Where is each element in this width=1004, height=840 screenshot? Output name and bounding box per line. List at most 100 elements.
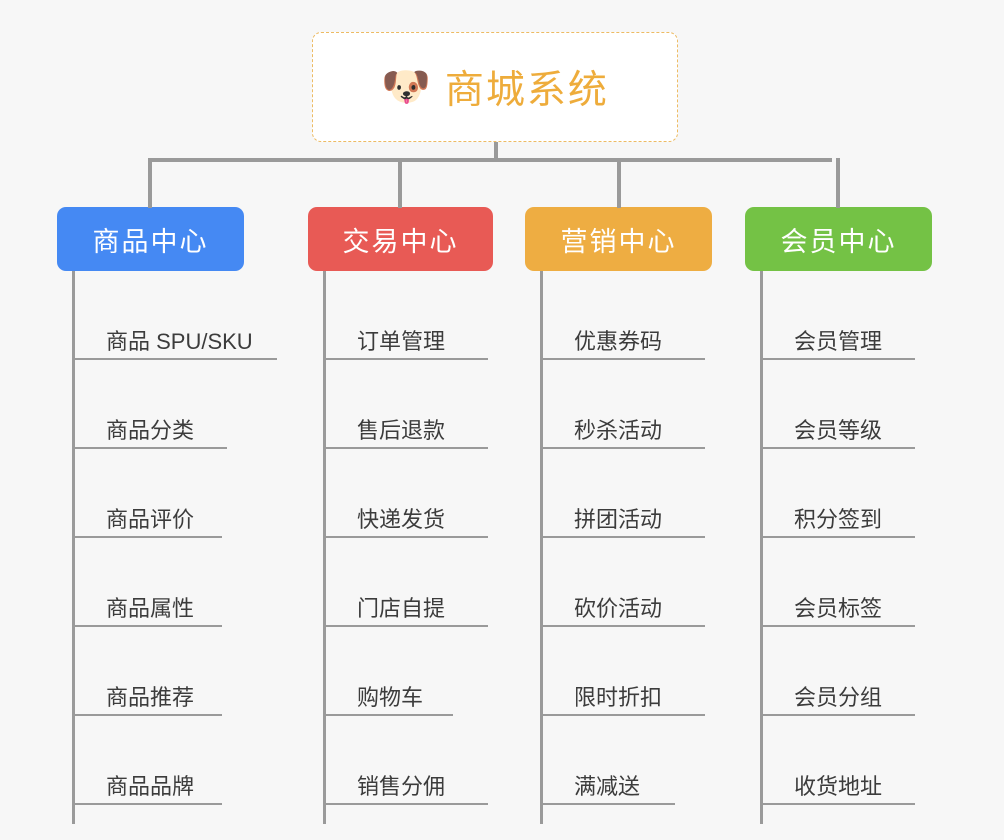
leaf-item[interactable]: 限时折扣 xyxy=(540,627,705,716)
leaf-item[interactable]: 售后退款 xyxy=(323,360,488,449)
leaf-item[interactable]: 订单管理 xyxy=(323,271,488,360)
leaf-item[interactable]: 会员管理 xyxy=(760,271,915,360)
leaf-item-underline xyxy=(540,447,705,449)
connector-drop-1 xyxy=(148,158,152,208)
column-2: 交易中心 xyxy=(308,207,493,271)
leaf-item-underline xyxy=(323,625,488,627)
dog-face-icon: 🐶 xyxy=(381,64,431,110)
leaf-item[interactable]: 优惠券码 xyxy=(540,271,705,360)
leaf-item-underline xyxy=(323,714,453,716)
leaf-item-label: 订单管理 xyxy=(357,328,446,354)
leaf-item-label: 售后退款 xyxy=(357,417,446,443)
leaf-item-label: 拼团活动 xyxy=(574,506,663,532)
leaf-item-underline xyxy=(540,358,705,360)
leaf-item-label: 会员管理 xyxy=(794,328,883,354)
leaf-item[interactable]: 商品分类 xyxy=(72,360,259,449)
leaf-item-underline xyxy=(760,447,915,449)
connector-horizontal-bar xyxy=(148,158,832,162)
leaf-item-underline xyxy=(760,536,915,538)
root-node[interactable]: 🐶 商城系统 xyxy=(312,32,678,142)
leaf-item-underline xyxy=(72,714,222,716)
column-trunk-1 xyxy=(72,271,75,824)
leaf-item[interactable]: 拼团活动 xyxy=(540,449,705,538)
column-header-label: 商品中心 xyxy=(92,226,209,257)
leaf-item-label: 秒杀活动 xyxy=(574,417,663,443)
column-trunk-4 xyxy=(760,271,763,824)
connector-drop-3 xyxy=(617,158,621,208)
leaf-list-1: 商品 SPU/SKU 商品分类商品评价商品属性商品推荐商品品牌 xyxy=(72,271,277,805)
leaf-item[interactable]: 快递发货 xyxy=(323,449,488,538)
leaf-item-underline xyxy=(323,447,488,449)
leaf-item-label: 积分签到 xyxy=(794,506,883,532)
leaf-item-label: 快递发货 xyxy=(357,506,446,532)
leaf-item[interactable]: 满减送 xyxy=(540,716,675,805)
leaf-item[interactable]: 门店自提 xyxy=(323,538,488,627)
leaf-item-label: 收货地址 xyxy=(794,773,883,799)
leaf-item-underline xyxy=(540,625,705,627)
leaf-item-label: 会员等级 xyxy=(794,417,883,443)
column-1: 商品中心 xyxy=(57,207,244,271)
leaf-item-label: 会员分组 xyxy=(794,684,883,710)
leaf-item[interactable]: 商品评价 xyxy=(72,449,259,538)
connector-drop-2 xyxy=(398,158,402,208)
leaf-item[interactable]: 会员等级 xyxy=(760,360,915,449)
leaf-item[interactable]: 商品 SPU/SKU xyxy=(72,271,277,360)
column-trunk-2 xyxy=(323,271,326,824)
leaf-item-label: 门店自提 xyxy=(357,595,446,621)
leaf-item-underline xyxy=(72,625,222,627)
leaf-item-label: 限时折扣 xyxy=(574,684,663,710)
leaf-item-underline xyxy=(72,803,222,805)
column-header-2[interactable]: 交易中心 xyxy=(308,207,493,271)
leaf-item-underline xyxy=(72,358,277,360)
leaf-item-label: 会员标签 xyxy=(794,595,883,621)
leaf-item[interactable]: 商品推荐 xyxy=(72,627,259,716)
leaf-item-underline xyxy=(540,536,705,538)
leaf-item-label: 商品分类 xyxy=(106,417,195,443)
leaf-item[interactable]: 购物车 xyxy=(323,627,453,716)
leaf-item-label: 商品品牌 xyxy=(106,773,195,799)
leaf-item[interactable]: 会员标签 xyxy=(760,538,915,627)
leaf-item-label: 满减送 xyxy=(574,773,641,799)
leaf-item-label: 商品评价 xyxy=(106,506,195,532)
column-header-4[interactable]: 会员中心 xyxy=(745,207,932,271)
column-header-label: 交易中心 xyxy=(342,226,459,257)
leaf-item[interactable]: 销售分佣 xyxy=(323,716,488,805)
leaf-item-label: 购物车 xyxy=(357,684,424,710)
root-title: 商城系统 xyxy=(444,69,609,112)
connector-root-stem xyxy=(494,142,498,161)
leaf-item[interactable]: 秒杀活动 xyxy=(540,360,705,449)
column-header-3[interactable]: 营销中心 xyxy=(525,207,712,271)
column-header-1[interactable]: 商品中心 xyxy=(57,207,244,271)
leaf-item-underline xyxy=(323,803,488,805)
leaf-item-label: 优惠券码 xyxy=(574,328,663,354)
leaf-item[interactable]: 积分签到 xyxy=(760,449,915,538)
leaf-item[interactable]: 商品属性 xyxy=(72,538,259,627)
leaf-item-underline xyxy=(760,358,915,360)
leaf-list-2: 订单管理售后退款快递发货门店自提购物车销售分佣 xyxy=(323,271,488,805)
leaf-item-underline xyxy=(323,536,488,538)
column-3: 营销中心 xyxy=(525,207,712,271)
leaf-item[interactable]: 会员分组 xyxy=(760,627,915,716)
leaf-item[interactable]: 砍价活动 xyxy=(540,538,705,627)
column-header-label: 营销中心 xyxy=(560,226,677,257)
column-header-label: 会员中心 xyxy=(780,226,897,257)
leaf-item-underline xyxy=(323,358,488,360)
leaf-item-underline xyxy=(760,714,915,716)
leaf-item[interactable]: 商品品牌 xyxy=(72,716,259,805)
leaf-item-underline xyxy=(540,803,675,805)
leaf-item-underline xyxy=(72,447,227,449)
leaf-item-label: 商品推荐 xyxy=(106,684,195,710)
leaf-item[interactable]: 收货地址 xyxy=(760,716,915,805)
leaf-list-4: 会员管理会员等级积分签到会员标签会员分组收货地址 xyxy=(760,271,915,805)
leaf-item-underline xyxy=(540,714,705,716)
leaf-item-underline xyxy=(760,803,915,805)
leaf-item-label: 商品属性 xyxy=(106,595,195,621)
leaf-item-underline xyxy=(760,625,915,627)
leaf-list-3: 优惠券码秒杀活动拼团活动砍价活动限时折扣满减送 xyxy=(540,271,705,805)
column-4: 会员中心 xyxy=(745,207,932,271)
connector-drop-4 xyxy=(836,158,840,208)
leaf-item-underline xyxy=(72,536,222,538)
leaf-item-label: 销售分佣 xyxy=(357,773,446,799)
leaf-item-label: 商品 SPU/SKU xyxy=(106,328,253,354)
